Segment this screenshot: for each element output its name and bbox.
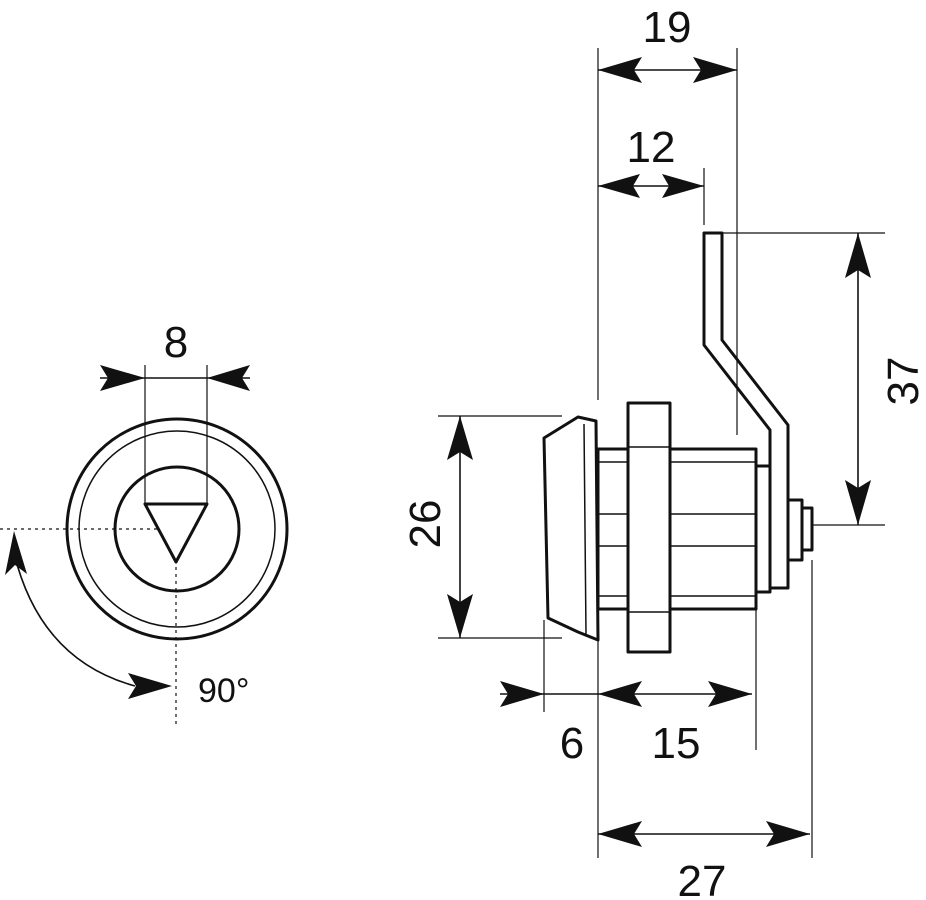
front-view: 8 90° bbox=[0, 318, 289, 725]
rotation-angle-label: 90° bbox=[198, 672, 249, 710]
overall-lever-offset-label: 19 bbox=[643, 3, 692, 52]
arrow-26-top bbox=[447, 416, 473, 460]
slot-arrow-left bbox=[100, 365, 145, 391]
triangle-key-slot bbox=[143, 502, 209, 564]
head-thickness-label: 6 bbox=[560, 719, 584, 768]
arrow-37-bottom bbox=[845, 480, 871, 525]
arrow-12-right bbox=[662, 174, 704, 198]
threaded-body-right bbox=[668, 447, 758, 611]
bezel-inner-ring bbox=[78, 430, 276, 628]
arrow-26-bottom bbox=[447, 594, 473, 638]
slot-arrow-right bbox=[207, 365, 250, 391]
bezel-outer-circle bbox=[65, 417, 289, 641]
overall-length-label: 27 bbox=[678, 857, 727, 900]
end-screw bbox=[800, 506, 814, 552]
lock-head-edge bbox=[583, 423, 587, 635]
rotation-arrow-top bbox=[5, 531, 27, 575]
lock-head bbox=[542, 415, 600, 642]
hex-nut bbox=[626, 401, 672, 654]
arrow-6-left bbox=[500, 681, 544, 707]
arrow-12-left bbox=[598, 174, 640, 198]
arrow-37-top bbox=[845, 233, 871, 278]
rotation-arrow-right bbox=[128, 673, 172, 699]
rotation-arc bbox=[13, 552, 136, 687]
bezel-diameter-label: 26 bbox=[401, 500, 450, 549]
key-slot-width-label: 8 bbox=[164, 318, 188, 367]
arrow-15-left bbox=[598, 681, 642, 707]
arrow-27-left bbox=[598, 821, 642, 847]
arrow-19-left bbox=[598, 57, 642, 83]
spacer-washer bbox=[754, 464, 772, 594]
thread-length-label: 15 bbox=[652, 719, 701, 768]
arrow-19-right bbox=[693, 57, 737, 83]
side-view: 19 12 37 26 6 15 27 bbox=[401, 3, 926, 900]
arrow-27-right bbox=[766, 821, 810, 847]
end-nut bbox=[786, 498, 804, 562]
lever-height-label: 37 bbox=[879, 357, 926, 406]
lever-inner-offset-label: 12 bbox=[627, 123, 676, 172]
threaded-body-left bbox=[596, 447, 630, 611]
arrow-15-right bbox=[708, 681, 752, 707]
cam-lever bbox=[702, 231, 790, 590]
